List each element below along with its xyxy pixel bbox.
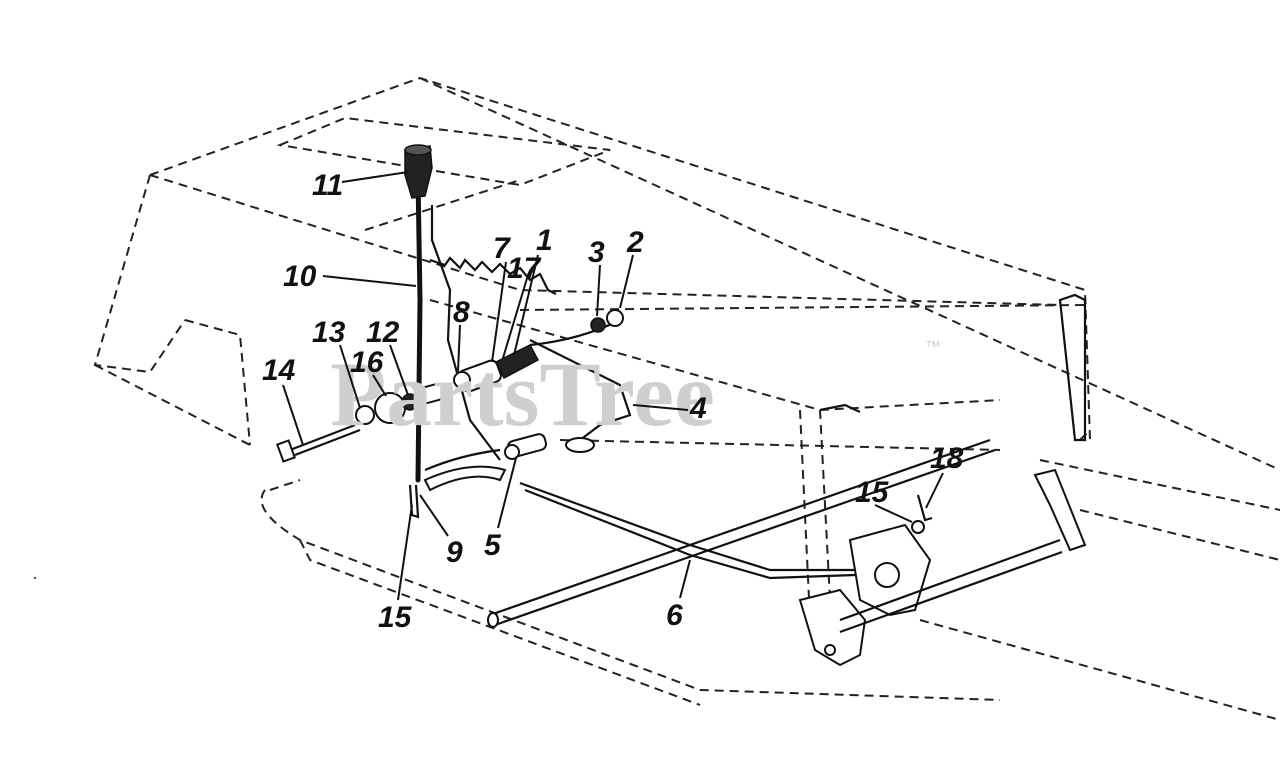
callout-14: 14 bbox=[262, 354, 296, 387]
bracket bbox=[529, 339, 632, 453]
callout-17: 16 bbox=[350, 346, 384, 379]
callout-8: 8 bbox=[453, 296, 470, 329]
callout-5: 5 bbox=[484, 529, 502, 562]
callout-6: 6 bbox=[666, 599, 683, 632]
callout-3: 3 bbox=[588, 236, 605, 269]
shift-lever bbox=[415, 175, 507, 492]
pivot-pin bbox=[504, 433, 548, 460]
callout-11: 11 bbox=[312, 169, 343, 202]
callout-9: 9 bbox=[446, 536, 463, 569]
callout-16: 15 bbox=[855, 476, 890, 509]
watermark: PartsTree bbox=[330, 343, 715, 445]
notched-quadrant bbox=[429, 256, 557, 295]
stray-mark bbox=[33, 576, 37, 580]
callout-labels: 11 10 7 1 17 8 3 2 4 5 9 15 6 14 13 16 1… bbox=[262, 169, 964, 634]
callout-10: 10 bbox=[283, 260, 317, 293]
callout-15-left: 15 bbox=[378, 601, 413, 634]
callout-12: 12 bbox=[366, 316, 400, 349]
nuts bbox=[590, 309, 624, 333]
transmission-plates bbox=[798, 468, 1087, 667]
trademark-symbol: ™ bbox=[925, 339, 941, 356]
callout-1: 1 bbox=[536, 224, 553, 257]
callout-2: 2 bbox=[626, 226, 644, 259]
bolt-and-washers bbox=[276, 382, 446, 463]
lever-knob bbox=[404, 144, 433, 199]
callout-4: 4 bbox=[689, 392, 707, 425]
frame-plate bbox=[819, 293, 1087, 442]
callout-13: 13 bbox=[312, 316, 346, 349]
cotter-pins bbox=[408, 484, 933, 534]
callout-18: 17 bbox=[507, 252, 542, 285]
leader-lines bbox=[282, 171, 944, 601]
callout-7: 7 bbox=[493, 232, 511, 265]
body-outline bbox=[93, 76, 1280, 721]
callout-15-right: 18 bbox=[930, 442, 964, 475]
shift-rod bbox=[487, 438, 996, 628]
